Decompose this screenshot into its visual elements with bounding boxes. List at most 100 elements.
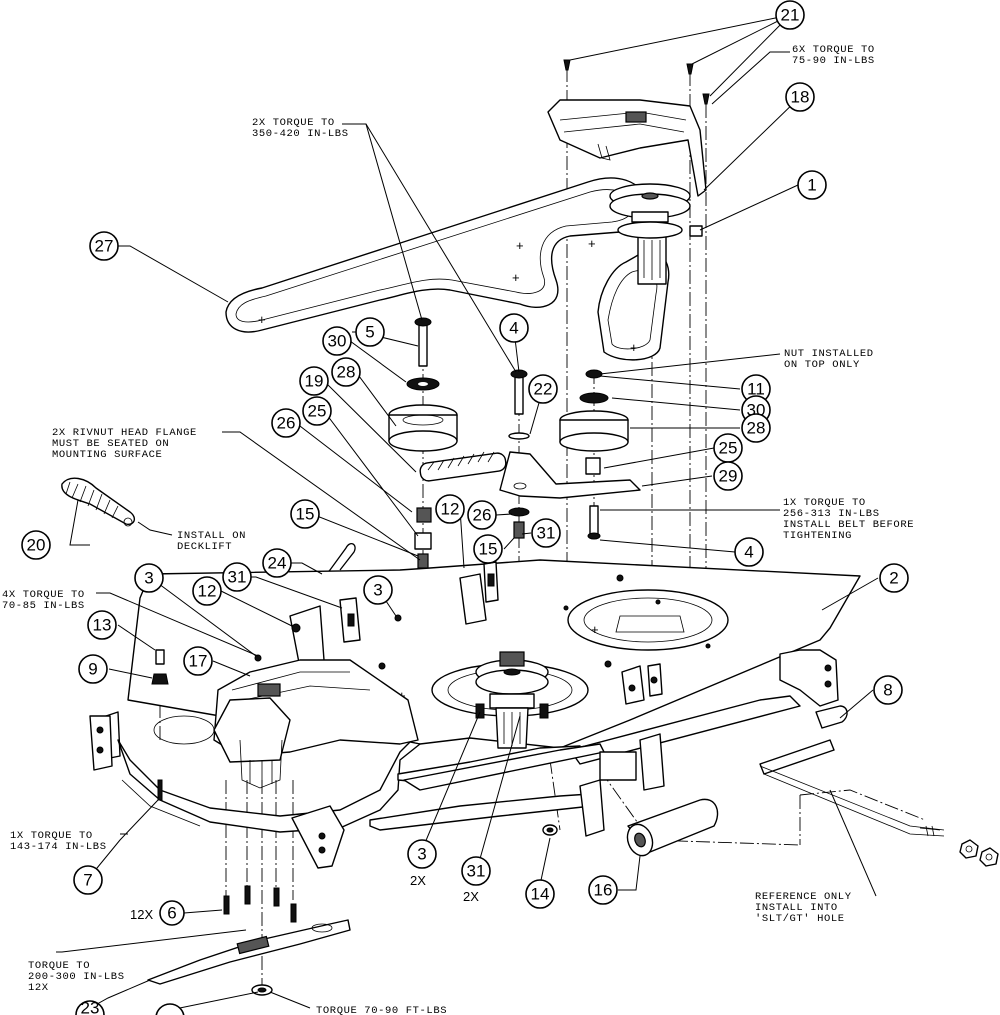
callout-30-left[interactable]: 30: [322, 326, 352, 356]
belt: +: [225, 177, 648, 333]
svg-text:30: 30: [328, 332, 347, 351]
callout-28-left[interactable]: 28: [331, 357, 361, 387]
svg-text:26: 26: [277, 414, 296, 433]
svg-text:+: +: [588, 236, 596, 251]
left-spindle-guard: [153, 659, 419, 789]
callout-3-mid[interactable]: 3: [363, 575, 393, 605]
svg-text:+: +: [591, 622, 599, 637]
svg-text:4: 4: [744, 543, 753, 562]
note-6x-line2: 75-90 IN-LBS: [792, 55, 875, 67]
callout-16[interactable]: 16: [588, 875, 618, 905]
callout-15-left[interactable]: 15: [290, 499, 320, 529]
callout-14[interactable]: 14: [525, 879, 555, 909]
idler-arm: [419, 451, 641, 499]
svg-text:6: 6: [167, 904, 176, 923]
callout-25-left[interactable]: 25: [302, 396, 332, 426]
callout-31-bottom[interactable]: 31: [461, 856, 491, 886]
callout-12-top[interactable]: 12: [435, 494, 465, 524]
torque-note-2x: 2X TORQUE TO 350-420 IN-LBS: [252, 117, 348, 140]
callout-15-right[interactable]: 15: [473, 534, 503, 564]
rivnut-note: 2X RIVNUT HEAD FLANGE MUST BE SEATED ON …: [52, 427, 196, 461]
svg-text:24: 24: [268, 554, 287, 573]
deck-hanger-brackets: [89, 649, 839, 869]
svg-text:8: 8: [883, 681, 892, 700]
callout-3-bottom[interactable]: 3: [407, 839, 437, 869]
svg-text:+: +: [258, 312, 266, 327]
svg-text:12: 12: [198, 582, 217, 601]
callout-8[interactable]: 8: [873, 675, 903, 705]
blade-torque-note: TORQUE TO 200-300 IN-LBS 12X: [28, 960, 125, 994]
qty-2x-a: 2X: [410, 873, 426, 888]
callout-7[interactable]: 7: [73, 865, 103, 895]
callout-28-right[interactable]: 28: [741, 413, 771, 443]
callout-25-right[interactable]: 25: [713, 433, 743, 463]
nut-note: NUT INSTALLED ON TOP ONLY: [784, 348, 874, 371]
center-spindle: [475, 651, 549, 749]
svg-text:26: 26: [473, 506, 492, 525]
svg-text:31: 31: [537, 524, 556, 543]
svg-text:+: +: [630, 340, 638, 355]
note-143-line1: 1X TORQUE TO: [10, 830, 93, 842]
callout-23[interactable]: 23: [75, 999, 105, 1015]
reference-note: REFERENCE ONLY INSTALL INTO 'SLT/GT' HOL…: [755, 891, 852, 925]
torque-note-4x: 4X TORQUE TO 70-85 IN-LBS: [2, 589, 85, 612]
callout-21[interactable]: 21: [775, 0, 805, 30]
callout-17[interactable]: 17: [183, 646, 213, 676]
note-4x-line2: 70-85 IN-LBS: [2, 600, 85, 612]
svg-text:11: 11: [747, 380, 765, 399]
callout-12-left[interactable]: 12: [192, 576, 222, 606]
idler-right-stack: [508, 369, 629, 475]
callout-4-bottom[interactable]: 4: [734, 537, 764, 567]
svg-text:28: 28: [337, 363, 356, 382]
callout-6[interactable]: 6: [159, 900, 185, 926]
callout-2[interactable]: 2: [879, 563, 909, 593]
callout-26-left[interactable]: 26: [271, 408, 301, 438]
callout-5[interactable]: 5: [355, 317, 385, 347]
svg-text:12: 12: [441, 500, 460, 519]
note-belt-line4: TIGHTENING: [783, 530, 852, 542]
note-nut-line2: ON TOP ONLY: [784, 359, 860, 371]
note-rivnut-line3: MOUNTING SURFACE: [52, 449, 162, 461]
callout-29[interactable]: 29: [713, 461, 743, 491]
callout-26-right[interactable]: 26: [467, 500, 497, 530]
callout-1[interactable]: 1: [797, 170, 827, 200]
note-4x-line1: 4X TORQUE TO: [2, 589, 85, 601]
note-2x-line1: 2X TORQUE TO: [252, 117, 335, 129]
qty-2x-b: 2X: [463, 889, 479, 904]
callout-27[interactable]: 27: [89, 231, 119, 261]
svg-text:4: 4: [509, 319, 518, 338]
svg-text:3: 3: [417, 845, 426, 864]
svg-text:20: 20: [27, 536, 46, 555]
note-blade-line2: 200-300 IN-LBS: [28, 971, 125, 983]
svg-text:31: 31: [228, 568, 247, 587]
svg-text:14: 14: [531, 885, 550, 904]
callout-19[interactable]: 19: [299, 366, 329, 396]
small-hardware: [151, 649, 558, 996]
svg-text:21: 21: [781, 6, 800, 25]
callout-24[interactable]: 24: [262, 548, 292, 578]
note-rivnut-line2: MUST BE SEATED ON: [52, 438, 169, 450]
svg-text:25: 25: [308, 402, 327, 421]
note-ref-line1: REFERENCE ONLY: [755, 891, 852, 903]
callout-18[interactable]: 18: [785, 82, 815, 112]
svg-text:2: 2: [889, 569, 898, 588]
note-nut-line1: NUT INSTALLED: [784, 348, 874, 360]
callout-22[interactable]: 22: [528, 374, 558, 404]
callout-20[interactable]: 20: [21, 530, 51, 560]
screws-21: [563, 59, 710, 105]
callout-31-left[interactable]: 31: [222, 562, 252, 592]
ftlbs-note: TORQUE 70-90 FT-LBS: [316, 1005, 447, 1015]
callout-3-left[interactable]: 3: [134, 563, 164, 593]
callout-4-top[interactable]: 4: [499, 313, 529, 343]
svg-text:31: 31: [467, 862, 486, 881]
spindle-pulley: [609, 183, 703, 285]
callout-13[interactable]: 13: [87, 610, 117, 640]
callout-31-top[interactable]: 31: [531, 518, 561, 548]
callout-11[interactable]: 11: [741, 374, 771, 404]
note-143-line2: 143-174 IN-LBS: [10, 841, 107, 853]
svg-text:7: 7: [83, 871, 92, 890]
callout-9[interactable]: 9: [78, 654, 108, 684]
svg-text:9: 9: [88, 660, 97, 679]
svg-text:27: 27: [95, 237, 114, 256]
